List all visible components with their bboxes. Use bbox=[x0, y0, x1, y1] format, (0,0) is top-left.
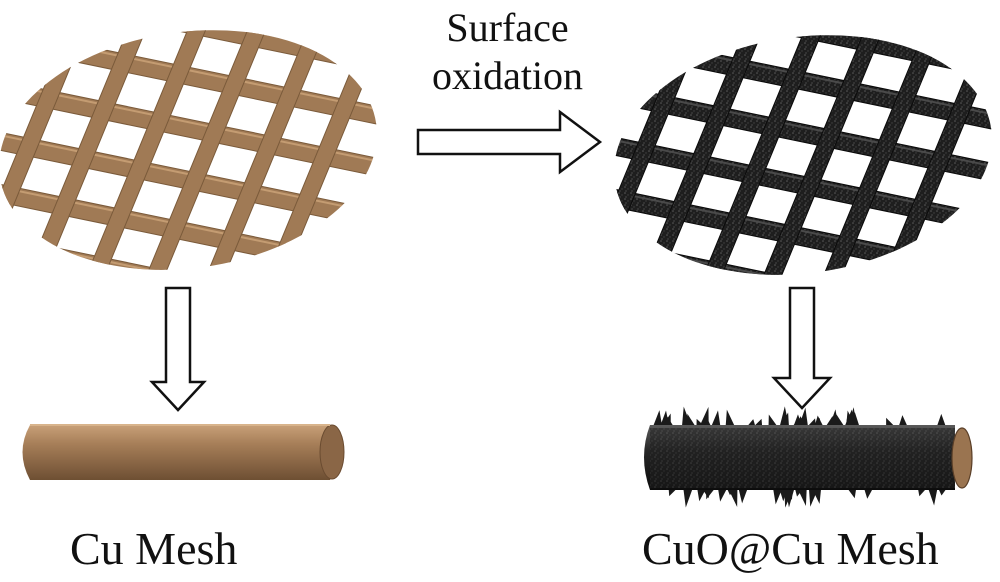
cu-mesh-bar-highlight bbox=[0, 282, 393, 294]
cu-mesh-bar bbox=[119, 6, 279, 294]
cuo-nanostructure-spike bbox=[686, 413, 697, 428]
cuo-nanostructure-spike bbox=[835, 414, 846, 428]
cu-mesh-label: Cu Mesh bbox=[70, 523, 238, 574]
cu-mesh-bar bbox=[0, 6, 99, 294]
cuo-nanostructure-spike bbox=[784, 487, 795, 508]
cuo-mesh-bar-highlight bbox=[598, 287, 1000, 299]
cu-mesh-bar-highlight bbox=[0, 335, 420, 430]
cuo-mesh-bar-highlight bbox=[598, 11, 1000, 20]
cuo-cu-wire bbox=[644, 406, 973, 508]
zoom-arrow-left bbox=[149, 286, 207, 412]
cuo-nanostructure-spike bbox=[898, 415, 909, 428]
cuo-nanostructure-spike bbox=[683, 487, 694, 508]
cuo-nanostructure-spike bbox=[779, 406, 790, 428]
cuo-nanostructure-spike bbox=[845, 410, 856, 428]
cuo-nanostructure-spike bbox=[725, 409, 736, 428]
cuo-mesh-bar bbox=[794, 11, 954, 299]
process-label-line1: Surface bbox=[446, 5, 569, 50]
cuo-nanostructure-spike bbox=[738, 487, 749, 504]
cu-mesh-bar bbox=[0, 279, 393, 294]
cuo-nanostructure-spike bbox=[717, 487, 728, 502]
cu-wire bbox=[22, 424, 345, 480]
cu-mesh-bar-highlight bbox=[0, 6, 393, 15]
process-label: Surface oxidation bbox=[415, 4, 600, 100]
cuo-mesh-bar bbox=[598, 11, 1000, 35]
cuo-nanostructure-spike bbox=[792, 414, 803, 428]
process-label-line2: oxidation bbox=[431, 53, 584, 98]
cuo-nanostructure-spike bbox=[811, 487, 822, 504]
cuo-mesh-bar bbox=[674, 11, 834, 299]
cu-mesh-bar bbox=[0, 6, 393, 30]
cu-mesh-bar bbox=[0, 6, 393, 82]
cuo-nanostructure-spike bbox=[796, 487, 807, 507]
cuo-nanostructure-spike bbox=[660, 413, 671, 428]
cu-mesh-bar bbox=[179, 6, 339, 294]
cu-mesh-bar bbox=[59, 6, 219, 294]
cuo-nanostructure-spike bbox=[927, 487, 938, 506]
cuo-nanostructure-spike bbox=[814, 415, 825, 428]
cuo-mesh-bar bbox=[734, 11, 894, 299]
oxidation-arrow bbox=[416, 109, 603, 175]
cuo-cu-mesh-label: CuO@Cu Mesh bbox=[642, 523, 939, 574]
cuo-nanostructure-spike bbox=[652, 410, 663, 428]
zoom-arrow-right bbox=[771, 286, 833, 410]
cuo-nanostructure-spike bbox=[710, 410, 721, 428]
cuo-nanostructure-spike bbox=[936, 413, 947, 428]
cuo-nanostructure-spike bbox=[768, 414, 779, 428]
